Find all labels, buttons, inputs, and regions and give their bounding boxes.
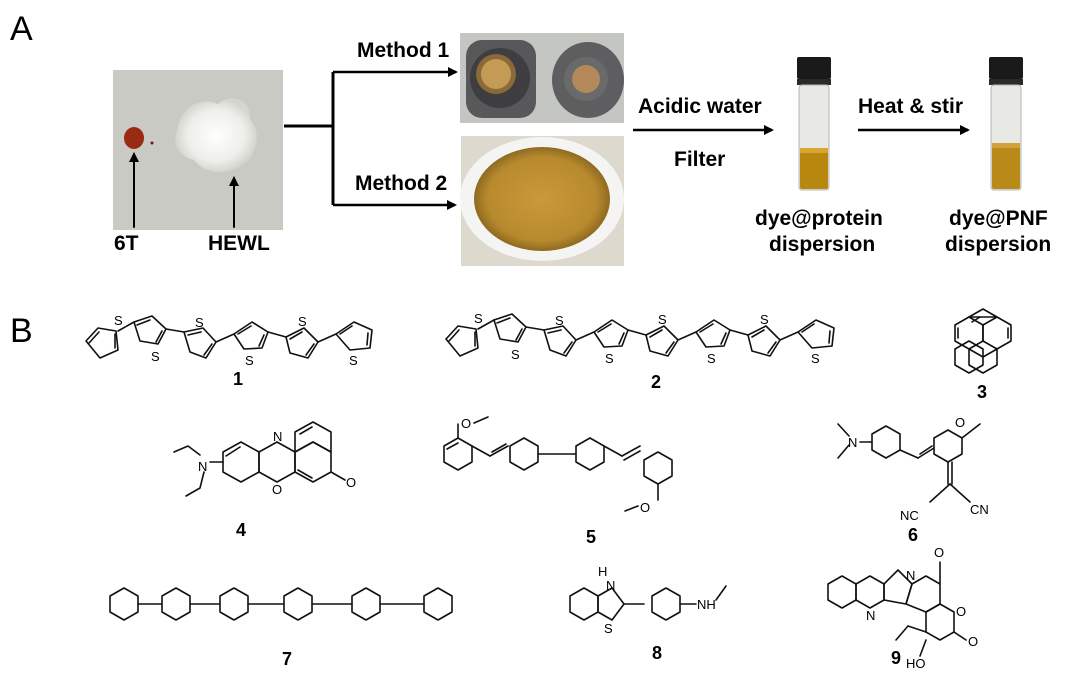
dye-6t-sample	[124, 127, 144, 149]
panel-label-a: A	[10, 10, 33, 48]
svg-text:S: S	[114, 313, 123, 328]
compound-number-5: 5	[586, 527, 596, 547]
compound-number-2: 2	[651, 372, 661, 392]
photo-samples	[113, 70, 283, 230]
structure-4: N O O N	[173, 421, 356, 497]
svg-text:HO: HO	[906, 656, 926, 671]
svg-text:S: S	[349, 353, 358, 368]
label-filter: Filter	[674, 148, 725, 171]
label-acidic-water: Acidic water	[638, 95, 762, 118]
branch-arrows	[284, 67, 458, 210]
compound-number-3: 3	[977, 382, 987, 402]
svg-text:O: O	[272, 482, 282, 497]
svg-text:S: S	[605, 351, 614, 366]
label-method-1: Method 1	[357, 39, 449, 62]
photo-method-1	[460, 33, 624, 123]
svg-text:N: N	[198, 459, 207, 474]
structure-6: N O NC CN	[837, 415, 989, 523]
label-product-2-line-2: dispersion	[945, 233, 1051, 256]
svg-text:N: N	[606, 578, 615, 593]
label-product-1-line-1: dye@protein	[755, 207, 883, 230]
compound-number-4: 4	[236, 520, 246, 540]
svg-text:S: S	[555, 313, 564, 328]
svg-text:O: O	[934, 545, 944, 560]
svg-text:O: O	[968, 634, 978, 649]
svg-text:NH: NH	[697, 597, 716, 612]
label-product-1-line-2: dispersion	[769, 233, 875, 256]
svg-text:S: S	[760, 312, 769, 327]
structure-9: N N O O O HO	[827, 545, 978, 671]
compound-number-7: 7	[282, 649, 292, 669]
svg-text:NC: NC	[900, 508, 919, 523]
structure-3	[954, 308, 1012, 374]
svg-text:N: N	[866, 608, 875, 623]
svg-text:N: N	[906, 568, 915, 583]
svg-text:O: O	[955, 415, 965, 430]
svg-text:S: S	[195, 315, 204, 330]
svg-text:S: S	[604, 621, 613, 636]
svg-text:S: S	[707, 351, 716, 366]
structure-1: S S S S S S	[85, 313, 373, 368]
svg-text:N: N	[848, 435, 857, 450]
svg-text:S: S	[474, 311, 483, 326]
structure-7	[109, 587, 453, 621]
svg-text:H: H	[598, 564, 607, 579]
svg-text:S: S	[298, 314, 307, 329]
structure-8: H N S NH	[569, 564, 727, 636]
svg-text:S: S	[511, 347, 520, 362]
label-hewl: HEWL	[208, 232, 270, 255]
structure-5: O O	[443, 416, 673, 515]
structure-2: S S S S S S	[445, 311, 835, 366]
svg-text:S: S	[151, 349, 160, 364]
svg-text:CN: CN	[970, 502, 989, 517]
svg-text:S: S	[811, 351, 820, 366]
svg-text:O: O	[640, 500, 650, 515]
panel-label-b: B	[10, 312, 33, 350]
svg-text:O: O	[956, 604, 966, 619]
vial-dye-pnf	[989, 57, 1023, 191]
photo-method-2	[460, 136, 624, 266]
compound-number-9: 9	[891, 648, 901, 668]
svg-text:S: S	[245, 353, 254, 368]
vial-dye-protein	[797, 57, 831, 191]
label-6t: 6T	[114, 232, 139, 255]
label-method-2: Method 2	[355, 172, 447, 195]
label-product-2-line-1: dye@PNF	[949, 207, 1048, 230]
svg-text:N: N	[273, 429, 282, 444]
svg-text:S: S	[658, 312, 667, 327]
hewl-powder-sample	[175, 98, 257, 173]
label-heat-stir: Heat & stir	[858, 95, 963, 118]
compound-number-8: 8	[652, 643, 662, 663]
svg-text:O: O	[346, 475, 356, 490]
svg-text:O: O	[461, 416, 471, 431]
compound-number-1: 1	[233, 369, 243, 389]
compound-number-6: 6	[908, 525, 918, 545]
